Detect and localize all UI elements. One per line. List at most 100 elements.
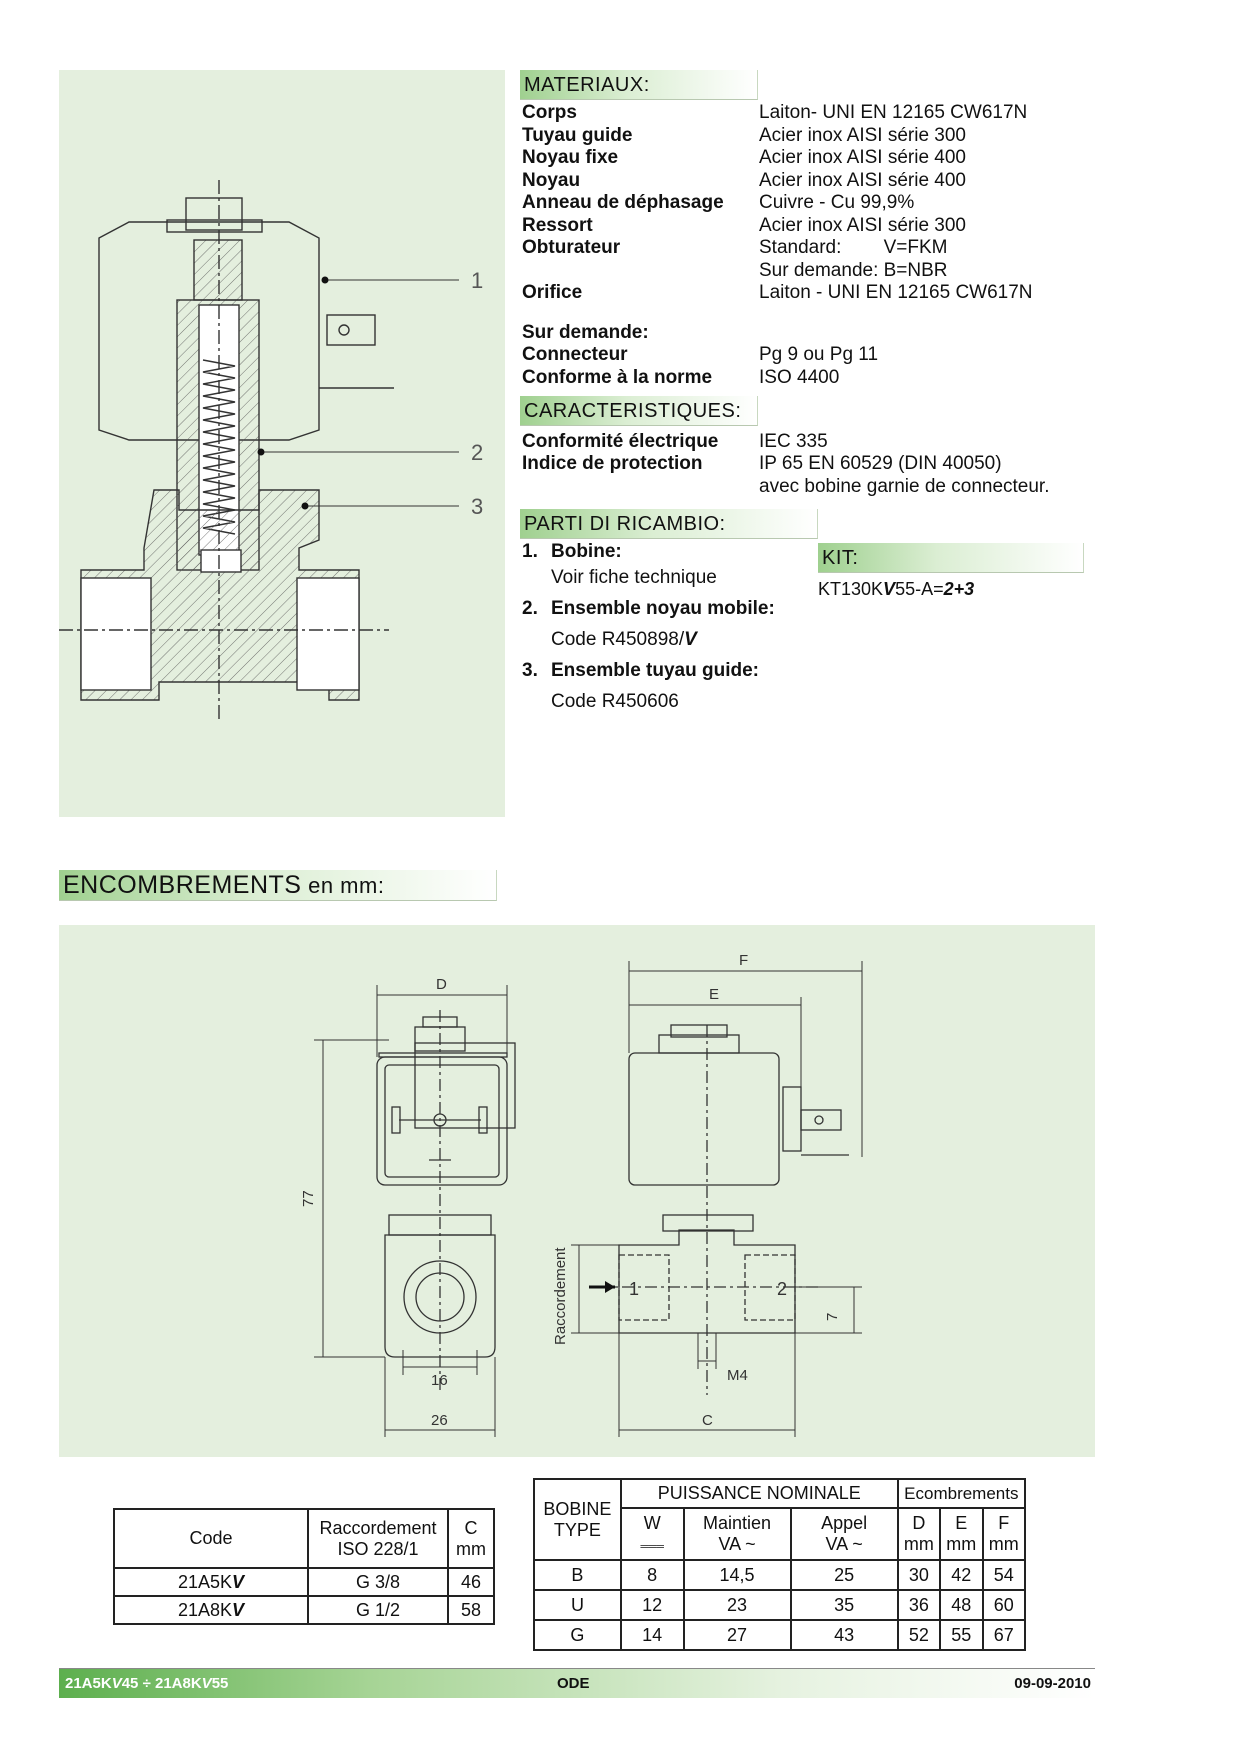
kit-code-b: 55-A= [895, 579, 944, 599]
dim-label-c: C [702, 1412, 713, 1429]
mat-key-3: Noyau [522, 170, 581, 191]
dimensions-panel: D F E 77 16 26 C M4 7 Raccordement 1 2 [59, 925, 1095, 1457]
dim-label-16: 16 [431, 1372, 448, 1389]
mat-val-3: Acier inox AISI série 400 [759, 170, 966, 191]
th-bobine-l2: TYPE [553, 1519, 601, 1540]
callout-1: 1 [471, 268, 483, 293]
port-label-2: 2 [777, 1279, 787, 1299]
th-f-l1: F [998, 1513, 1010, 1533]
th-d-l2: mm [903, 1534, 934, 1554]
mat-val-1: Acier inox AISI série 300 [759, 125, 966, 146]
cell-code: 21A8KV [113, 1595, 309, 1625]
mat-val-0: Laiton- UNI EN 12165 CW617N [759, 102, 1028, 123]
dimension-drawing: D F E 77 16 26 C M4 7 Raccordement 1 2 [300, 952, 863, 1437]
ricambio-item-2-variant: V [684, 629, 697, 650]
footer-left-v1: V [111, 1675, 122, 1692]
cell-appel: 25 [789, 1559, 899, 1591]
cell-e: 42 [939, 1559, 984, 1591]
cell-e: 48 [939, 1589, 984, 1621]
footer-left-c: 55 [211, 1675, 229, 1692]
mat-key-0: Corps [522, 102, 577, 123]
th-w: W ═══ [619, 1507, 685, 1561]
cell-racc: G 1/2 [307, 1595, 449, 1625]
cell-w: 12 [619, 1589, 685, 1621]
kit-code: KT130KV55-A=2+3 [818, 579, 974, 600]
th-w-l1: W [643, 1513, 661, 1533]
cell-type: U [533, 1589, 622, 1621]
opt-val-1: ISO 4400 [759, 367, 840, 388]
cell-code: 21A5KV [113, 1567, 309, 1597]
cell-appel: 35 [789, 1589, 899, 1621]
cell-maintien: 23 [682, 1589, 792, 1621]
ricambio-item-1-num: 1. [522, 541, 538, 562]
kit-code-a: KT130K [818, 579, 884, 599]
th-appel-l2: VA ~ [825, 1534, 863, 1554]
callout-2: 2 [471, 440, 483, 465]
encombrements-title: ENCOMBREMENTS [63, 871, 302, 899]
th-puissance: PUISSANCE NOMINALE [619, 1478, 899, 1509]
ricambio-item-3-num: 3. [522, 660, 538, 681]
th-w-dc: ═══ [640, 1541, 664, 1553]
mat-val-7: Sur demande: B=NBR [759, 260, 948, 281]
ricambio-item-2-num: 2. [522, 598, 538, 619]
mat-val-5: Acier inox AISI série 300 [759, 215, 966, 236]
th-d-l1: D [912, 1513, 926, 1533]
th-appel-l1: Appel [821, 1513, 868, 1533]
mat-val-6: Standard: V=FKM [759, 237, 948, 258]
encombrements-heading: ENCOMBREMENTS en mm: [59, 870, 497, 901]
th-code: Code [113, 1508, 309, 1569]
footer-left-a: 21A5K [65, 1675, 112, 1692]
opt-key-0: Connecteur [522, 344, 628, 365]
ricambio-item-1-detail: Voir fiche technique [551, 567, 717, 588]
kit-code-variant: V [883, 579, 896, 599]
mat-val-8: Laiton - UNI EN 12165 CW617N [759, 282, 1033, 303]
materiaux-heading: MATERIAUX: [520, 70, 758, 100]
footer-bar: 21A5KV45 ÷ 21A8KV55 ODE 09-09-2010 [59, 1668, 1095, 1698]
th-raccordement-l1: Raccordement [319, 1517, 437, 1538]
footer-left-v2: V [201, 1675, 212, 1692]
footer-left-b: 45 ÷ 21A8K [121, 1675, 202, 1692]
sur-demande-label: Sur demande: [522, 322, 649, 343]
footer-brand: ODE [557, 1675, 590, 1692]
footer-date: 09-09-2010 [1014, 1675, 1091, 1692]
footer-model-range: 21A5KV45 ÷ 21A8KV55 [65, 1669, 228, 1698]
table-row: 21A8KV G 1/2 58 [113, 1595, 495, 1625]
cell-code-text: 21A8K [177, 1599, 233, 1620]
dim-label-f: F [739, 952, 748, 969]
car-val-0: IEC 335 [759, 431, 828, 452]
kit-heading: KIT: [818, 543, 1084, 573]
mat-key-6: Obturateur [522, 237, 621, 258]
encombrements-unit: en mm: [301, 873, 385, 898]
cell-code-variant: V [232, 1571, 245, 1592]
ricambio-item-3-title: Ensemble tuyau guide: [551, 660, 759, 681]
cell-e: 55 [939, 1619, 984, 1651]
dim-label-raccordement: Raccordement [552, 1247, 569, 1345]
cell-f: 54 [981, 1559, 1026, 1591]
ricambio-item-2-code: Code R450898/ [551, 629, 685, 650]
ricambio-heading: PARTI DI RICAMBIO: [520, 509, 818, 539]
dim-label-26: 26 [431, 1412, 448, 1429]
dim-label-77: 77 [300, 1190, 317, 1207]
ricambio-item-2-title: Ensemble noyau mobile: [551, 598, 775, 619]
car-key-1: Indice de protection [522, 453, 703, 474]
th-f-l2: mm [988, 1534, 1019, 1554]
mat-val-2: Acier inox AISI série 400 [759, 147, 966, 168]
cell-d: 30 [896, 1559, 942, 1591]
ricambio-item-1-title: Bobine: [551, 541, 622, 562]
kit-code-c: 2+3 [943, 579, 975, 599]
cell-c: 46 [447, 1567, 495, 1597]
dim-label-d: D [436, 976, 447, 993]
dim-label-m4: M4 [727, 1367, 748, 1384]
th-maintien-l1: Maintien [703, 1513, 772, 1533]
mat-key-8: Orifice [522, 282, 583, 303]
